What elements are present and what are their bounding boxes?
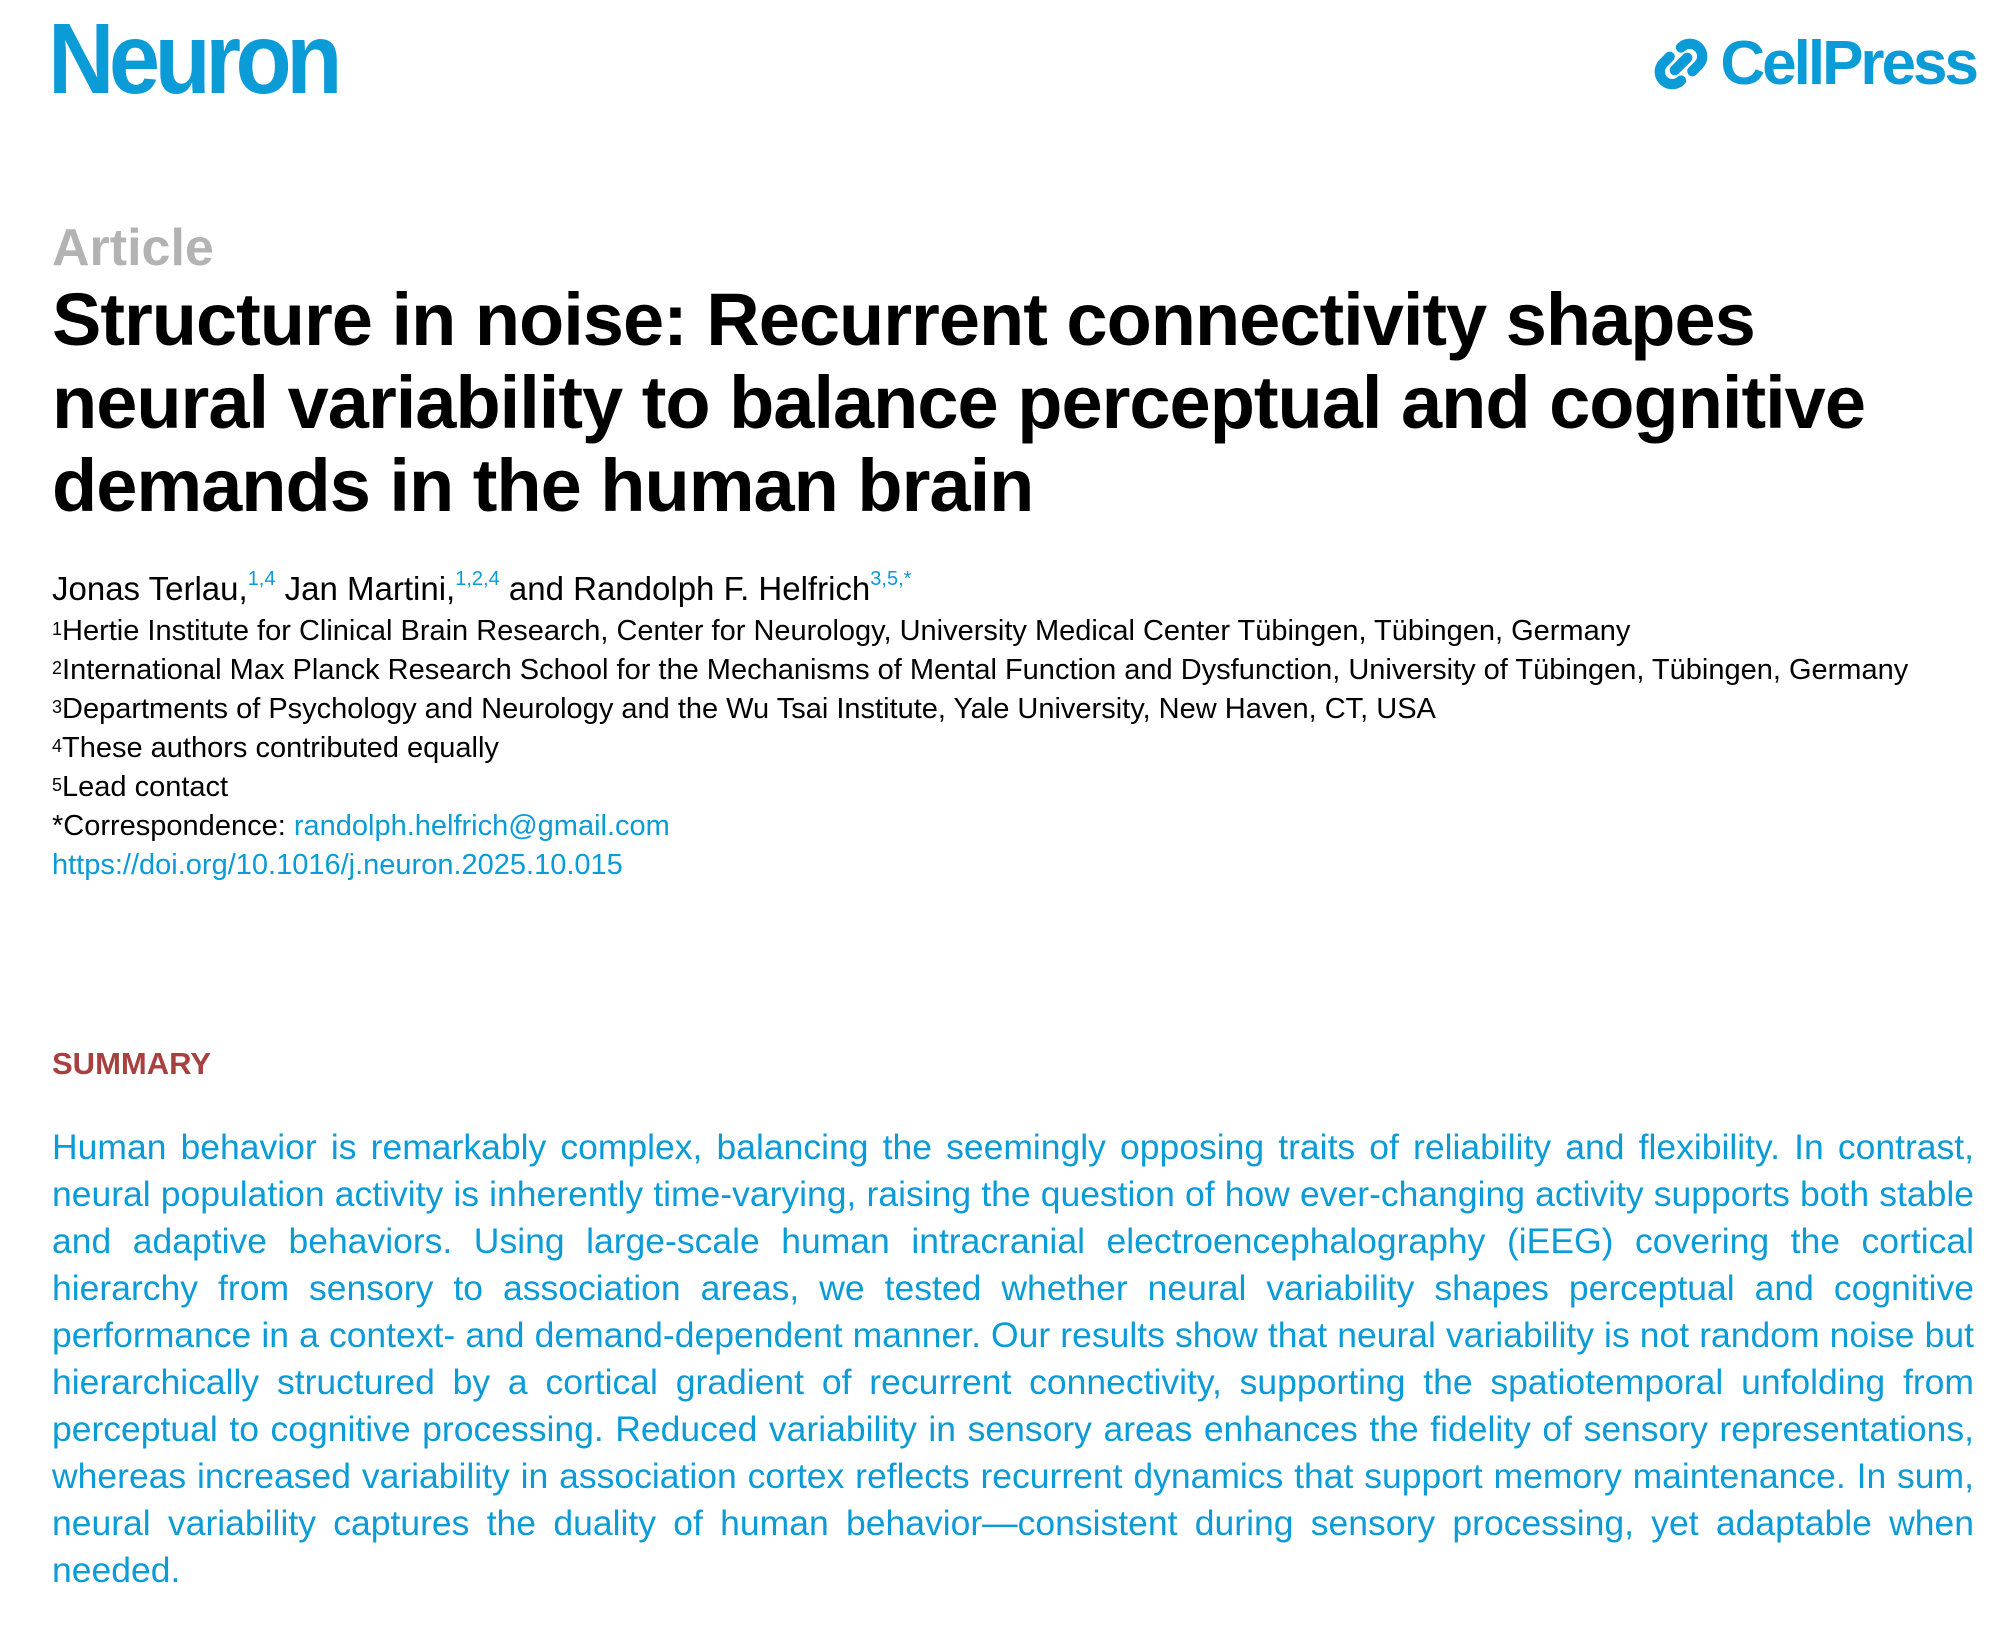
affiliations: 1Hertie Institute for Clinical Brain Res… — [52, 612, 1982, 885]
author-name: Jonas Terlau, — [52, 570, 248, 607]
affiliation: 1Hertie Institute for Clinical Brain Res… — [52, 612, 1982, 651]
correspondence: *Correspondence: randolph.helfrich@gmail… — [52, 807, 1982, 846]
cellpress-logo: CellPress — [1650, 28, 1979, 99]
affiliation-text: International Max Planck Research School… — [62, 654, 1909, 686]
neuron-journal-logo: Neuron — [48, 3, 342, 115]
affiliation-text: Hertie Institute for Clinical Brain Rese… — [62, 615, 1631, 647]
affiliation: 3Departments of Psychology and Neurology… — [52, 690, 1982, 729]
affiliation-number: 5 — [52, 775, 63, 795]
author-name: and Randolph F. Helfrich — [499, 570, 871, 607]
correspondence-label: *Correspondence: — [52, 810, 294, 842]
author-affiliation-ref[interactable]: 1,4 — [247, 568, 276, 590]
affiliation-text: These authors contributed equally — [62, 732, 499, 764]
author-list: Jonas Terlau,1,4 Jan Martini,1,2,4 and R… — [52, 568, 912, 608]
doi-link[interactable]: https://doi.org/10.1016/j.neuron.2025.10… — [52, 849, 623, 881]
cellpress-link-icon — [1655, 38, 1708, 89]
author-affiliation-ref[interactable]: 1,2,4 — [455, 568, 500, 590]
affiliation: 2International Max Planck Research Schoo… — [52, 651, 1982, 690]
affiliation-number: 3 — [52, 697, 63, 717]
affiliation-text: Departments of Psychology and Neurology … — [62, 693, 1436, 725]
summary-text: Human behavior is remarkably complex, ba… — [52, 1127, 1974, 1590]
article-type-label: Article — [52, 219, 214, 277]
affiliation: 5Lead contact — [52, 768, 1982, 807]
affiliation-number: 2 — [52, 658, 63, 678]
author-name: Jan Martini, — [275, 570, 456, 607]
affiliation-text: Lead contact — [62, 771, 229, 803]
correspondence-email-link[interactable]: randolph.helfrich@gmail.com — [293, 810, 670, 842]
affiliation-number: 4 — [52, 736, 63, 756]
author-affiliation-ref[interactable]: 3,5,* — [870, 568, 912, 590]
summary-heading: SUMMARY — [52, 1046, 212, 1081]
affiliation: 4These authors contributed equally — [52, 729, 1982, 768]
article-title: Structure in noise: Recurrent connectivi… — [52, 278, 1866, 527]
cellpress-wordmark: CellPress — [1720, 29, 1979, 98]
affiliation-number: 1 — [52, 619, 63, 639]
